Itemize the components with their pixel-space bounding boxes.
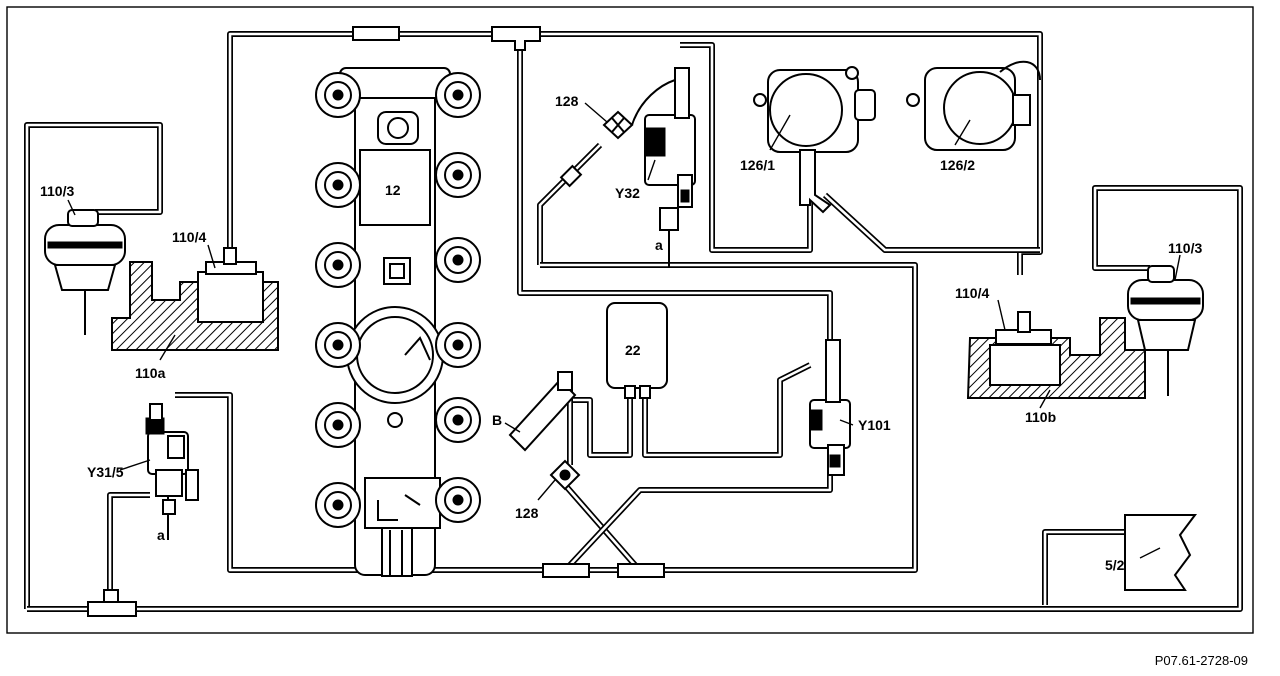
label-y32: Y32	[615, 185, 640, 201]
bracket-110a	[111, 247, 279, 351]
label-110-4-right: 110/4	[955, 285, 989, 301]
label-110b: 110b	[1025, 409, 1056, 425]
label-5-2: 5/2	[1105, 557, 1125, 573]
leader-lines	[67, 102, 1181, 559]
hose-connectors	[87, 26, 665, 617]
vacuum-unit-110-3-left	[44, 209, 126, 335]
label-b: B	[492, 412, 502, 428]
check-valve-128-bottom	[549, 459, 581, 491]
bracket-110b	[966, 311, 1146, 399]
label-110-3-left: 110/3	[40, 183, 74, 199]
label-110a: 110a	[135, 365, 166, 381]
vacuum-pump-126-1	[753, 66, 876, 214]
figure-code: P07.61-2728-09	[1154, 653, 1248, 668]
component-labels: 110/3 110/4 110a 12 128 Y32 a 126/1 126/…	[40, 93, 1202, 573]
label-a-top: a	[655, 237, 663, 253]
vacuum-reservoir-22	[606, 302, 668, 399]
label-126-1: 126/1	[740, 157, 775, 173]
outer-frame	[6, 6, 1254, 634]
valve-y31-5	[145, 403, 199, 540]
label-a-left: a	[157, 527, 165, 543]
label-126-2: 126/2	[940, 157, 975, 173]
vacuum-hoses	[24, 31, 1243, 612]
label-22: 22	[625, 342, 641, 358]
valve-y32	[644, 67, 696, 268]
label-12: 12	[385, 182, 401, 198]
component-5-2	[1124, 514, 1197, 591]
sensor-b	[508, 371, 577, 452]
valve-y101	[809, 339, 851, 476]
check-valve-128-top	[559, 79, 676, 188]
vacuum-pump-126-2	[906, 60, 1041, 151]
label-y101: Y101	[858, 417, 891, 433]
label-110-4-left: 110/4	[172, 229, 206, 245]
label-y31-5: Y31/5	[87, 464, 124, 480]
label-110-3-right: 110/3	[1168, 240, 1202, 256]
vacuum-unit-110-3-right	[1127, 265, 1204, 396]
cylinder-ports	[315, 72, 481, 528]
label-128-bottom: 128	[515, 505, 539, 521]
label-128-top: 128	[555, 93, 579, 109]
intake-manifold-12	[339, 67, 451, 577]
